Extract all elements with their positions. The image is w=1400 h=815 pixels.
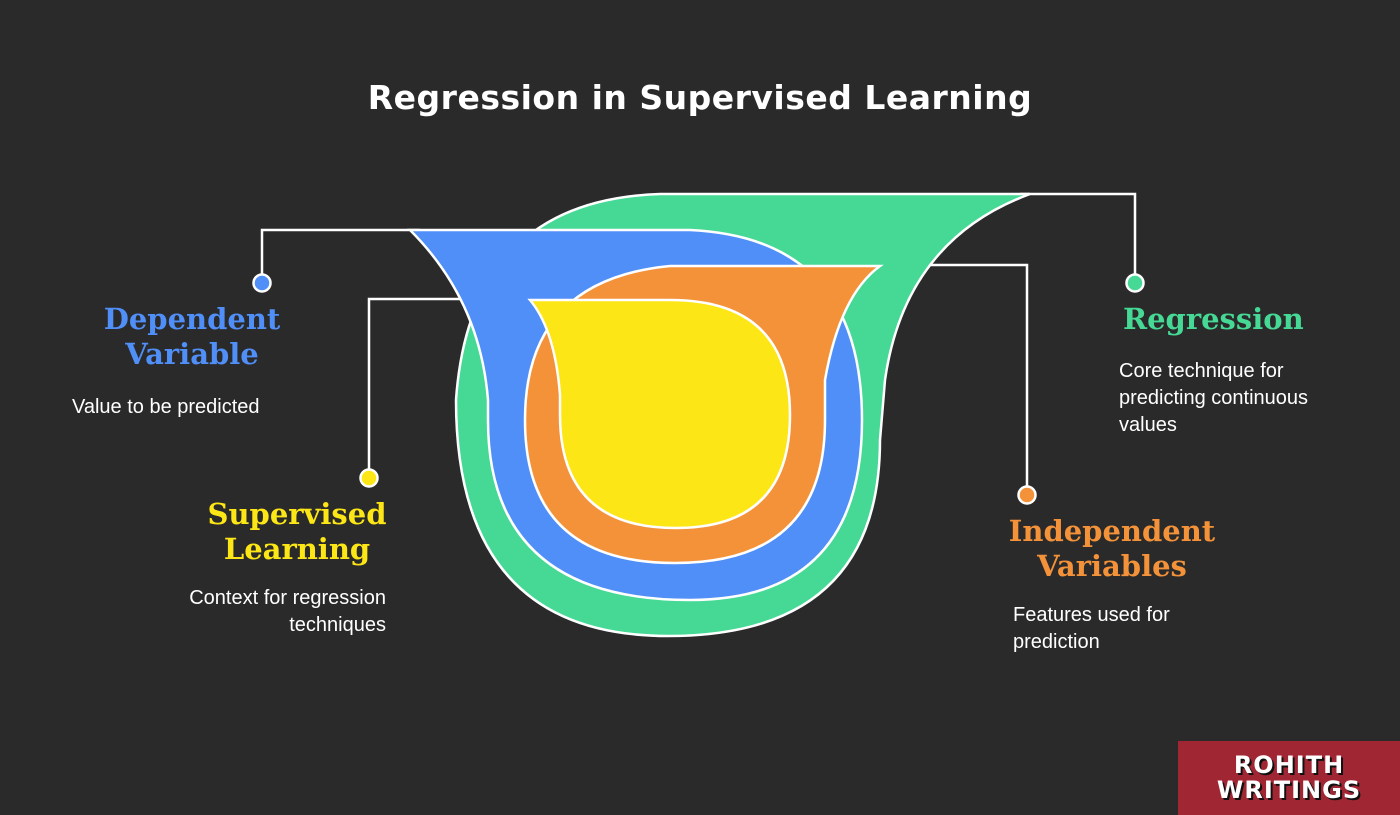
supervised-heading: Supervised Learning bbox=[197, 497, 397, 567]
independent-description-line-2: prediction bbox=[1013, 631, 1100, 653]
independent-heading: Independent Variables bbox=[1002, 514, 1222, 584]
independent-heading-line-2: Variables bbox=[1037, 549, 1187, 583]
regression-dot bbox=[1125, 273, 1145, 293]
brand-logo: ROHITH WRITINGS bbox=[1178, 741, 1400, 815]
brand-line-2: WRITINGS bbox=[1216, 776, 1362, 804]
regression-description-line-1: Core technique for bbox=[1119, 360, 1284, 382]
dependent-heading: Dependent Variable bbox=[92, 302, 292, 372]
independent-description-line-1: Features used for bbox=[1013, 604, 1170, 626]
dependent-heading-line-2: Variable bbox=[125, 337, 259, 371]
independent-description: Features used for prediction bbox=[1013, 602, 1253, 656]
regression-description: Core technique for predicting continuous… bbox=[1119, 358, 1379, 439]
independent-dot bbox=[1017, 485, 1037, 505]
dependent-dot bbox=[252, 273, 272, 293]
dependent-description: Value to be predicted bbox=[72, 396, 260, 418]
regression-connector bbox=[1020, 192, 1137, 280]
supervised-dot bbox=[359, 468, 379, 488]
dependent-heading-line-1: Dependent bbox=[103, 302, 281, 336]
supervised-heading-line-2: Learning bbox=[223, 532, 371, 566]
supervised-shape bbox=[527, 298, 792, 530]
supervised-description-line-1: Context for regression bbox=[189, 587, 386, 609]
regression-description-line-3: values bbox=[1119, 414, 1177, 436]
page-title: Regression in Supervised Learning bbox=[367, 78, 1033, 117]
dependent-connector bbox=[260, 228, 420, 280]
regression-description-line-2: predicting continuous bbox=[1119, 387, 1309, 409]
brand-line-1: ROHITH bbox=[1233, 751, 1345, 779]
supervised-description-line-2: techniques bbox=[289, 614, 386, 636]
supervised-description: Context for regression techniques bbox=[136, 585, 386, 639]
supervised-heading-line-1: Supervised bbox=[207, 497, 387, 531]
regression-heading: Regression bbox=[1123, 302, 1304, 336]
independent-heading-line-1: Independent bbox=[1008, 514, 1216, 548]
